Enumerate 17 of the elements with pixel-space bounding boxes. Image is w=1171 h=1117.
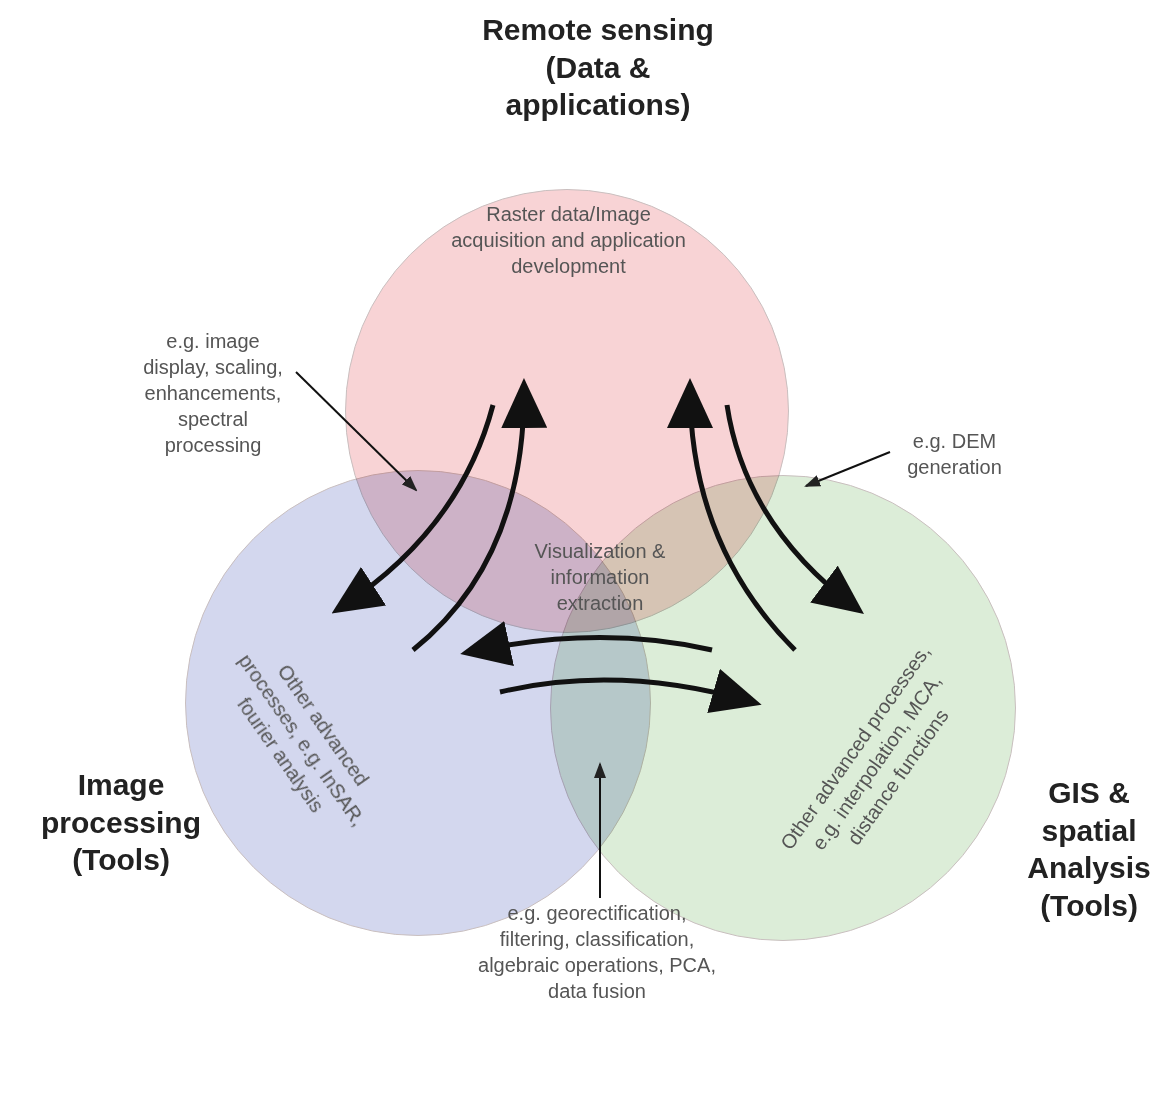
circle-heading: GIS & spatial Analysis (Tools) xyxy=(1026,775,1152,924)
leader-line xyxy=(295,371,418,492)
arrow xyxy=(668,378,797,652)
circle-heading: Remote sensing (Data & applications) xyxy=(481,12,715,123)
leader-line xyxy=(594,762,606,899)
circle-description: Raster data/Image acquisition and application development xyxy=(450,202,687,279)
annotation-text: e.g. image display, scaling, enhancements, spectral processing xyxy=(133,328,293,458)
arrow xyxy=(331,404,496,614)
arrow xyxy=(724,404,864,615)
arrow xyxy=(460,621,713,667)
center-label: Visualization & information extraction xyxy=(533,539,667,616)
annotation-text: e.g. georectification, filtering, classification, algebraic operations, PCA, data fusion xyxy=(472,900,722,1004)
arrow xyxy=(411,378,547,652)
circle-heading: Image processing (Tools) xyxy=(39,767,203,878)
annotation-text: e.g. DEM generation xyxy=(892,428,1017,480)
leader-line xyxy=(804,451,891,487)
arrow xyxy=(499,669,762,714)
